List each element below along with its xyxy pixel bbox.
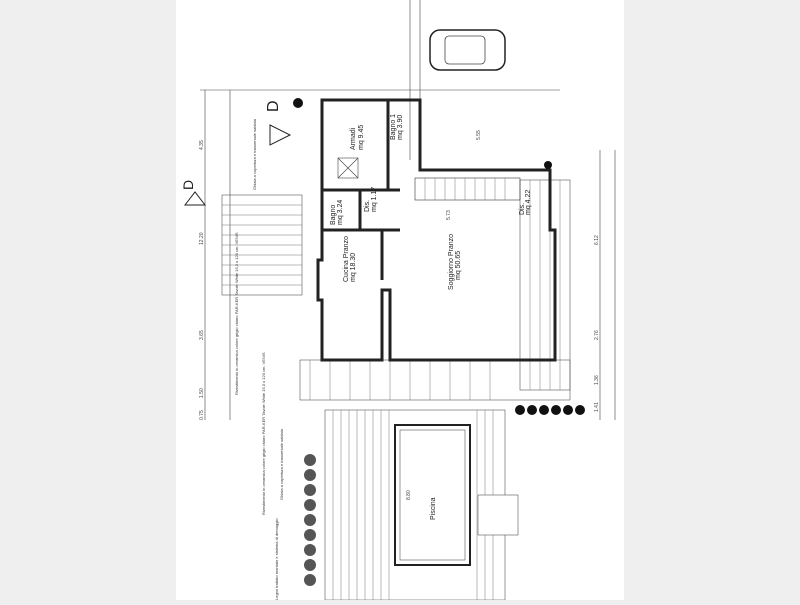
svg-text:mq 1.17: mq 1.17 [371,187,378,212]
svg-text:3.65: 3.65 [199,330,205,340]
terrace-right [519,179,571,391]
svg-text:1.50: 1.50 [199,388,205,398]
svg-text:0.75: 0.75 [199,410,205,420]
dimension-labels: 4.35 12.20 3.65 1.50 0.75 6.12 2.76 1.36… [199,130,600,500]
svg-text:D: D [180,180,196,190]
svg-text:5.55: 5.55 [476,130,482,140]
svg-text:6.12: 6.12 [594,235,600,245]
floor-plan-sheet: D D Armadi mq 9.45 Bagno 1 mq 3.90 Bagno… [176,0,624,601]
svg-text:Dis.: Dis. [364,200,371,212]
section-marker: D D [180,100,292,206]
svg-text:D: D [265,100,282,112]
car-icon [429,29,506,71]
svg-text:4.35: 4.35 [199,140,205,150]
svg-text:Cucina Pranzo: Cucina Pranzo [343,236,350,282]
svg-text:5.73: 5.73 [446,210,452,220]
floor-plan-drawing: D D Armadi mq 9.45 Bagno 1 mq 3.90 Bagno… [180,0,616,601]
svg-text:Bagno 1: Bagno 1 [390,114,397,140]
svg-text:mq 9.45: mq 9.45 [358,125,365,150]
svg-text:Ghiaia a copertura e trasversa: Ghiaia a copertura e trasversale saldata [252,118,257,190]
svg-text:mq 3.90: mq 3.90 [397,115,404,140]
svg-text:Ghiaia a copertura e trasversa: Ghiaia a copertura e trasversale saldata [279,428,284,500]
svg-text:Bagno: Bagno [330,205,337,225]
svg-text:1.36: 1.36 [594,375,600,385]
svg-text:Armadi: Armadi [350,127,357,150]
svg-text:Rivestimento in ceramica color: Rivestimento in ceramica colore grigio c… [261,352,266,515]
svg-text:Piscina: Piscina [430,497,437,520]
house-walls [316,98,557,362]
svg-text:Legno trattato montato e siste: Legno trattato montato e sistema di dren… [274,518,279,600]
svg-text:mq 18.30: mq 18.30 [350,253,357,282]
room-labels: Armadi mq 9.45 Bagno 1 mq 3.90 Bagno mq … [330,114,532,520]
svg-text:2.76: 2.76 [594,330,600,340]
svg-text:Soggiorno Pranzo: Soggiorno Pranzo [448,234,455,290]
pool-outline [394,424,471,566]
svg-text:1.41: 1.41 [594,402,600,412]
terrace-bottom [299,359,571,401]
svg-text:Dis.: Dis. [519,203,526,215]
svg-text:mq 3.24: mq 3.24 [337,200,344,225]
svg-text:Rivestimento in ceramica color: Rivestimento in ceramica colore grigio c… [234,232,239,395]
svg-text:mq 4.22: mq 4.22 [525,190,532,215]
svg-text:8.80: 8.80 [406,490,412,500]
svg-text:mq 50.65: mq 50.65 [455,251,462,280]
annotation-notes: Rivestimento in ceramica colore grigio c… [234,118,284,600]
dimension-lines [200,0,616,420]
svg-text:12.20: 12.20 [199,232,205,245]
shrubs-icon [293,98,585,415]
pool-deck [324,409,519,601]
stairs [414,177,521,201]
terrace-left [221,194,303,296]
hedge-icon [304,454,316,586]
